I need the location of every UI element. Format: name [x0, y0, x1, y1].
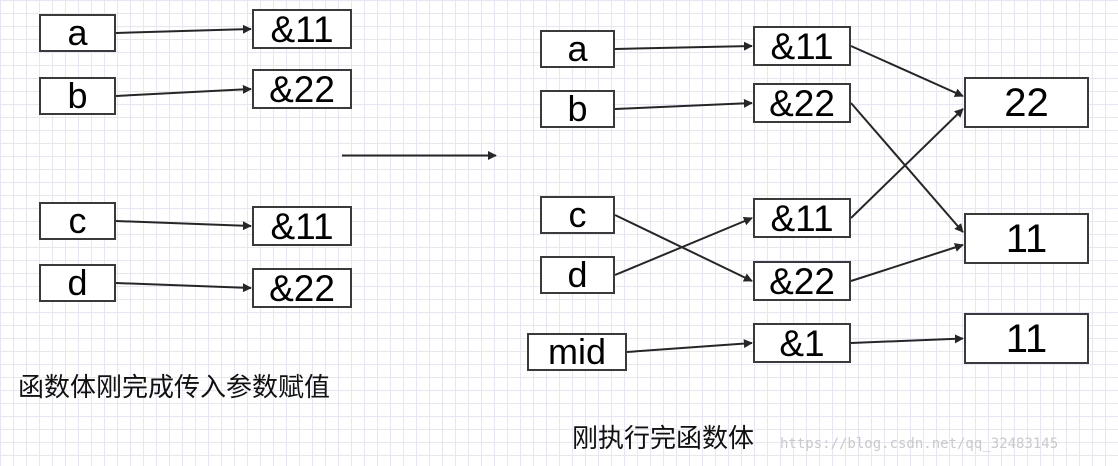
- left-edge-L_a-to-L_p1: [115, 24, 252, 34]
- left-caption: 函数体刚完成传入参数赋值: [18, 373, 331, 403]
- left-pointer-box-3: &11: [252, 206, 352, 246]
- right-value-box-2: 11: [964, 213, 1089, 264]
- right-value-box-1: 22: [964, 77, 1089, 128]
- right-edge-R_c-to-R_p4: [614, 214, 753, 282]
- right-pointer-box-1: &11: [753, 26, 851, 66]
- left-var-a: a: [39, 14, 116, 52]
- right-var-a: a: [540, 30, 615, 68]
- right-edge-R_p4-to-R_v2: [850, 243, 964, 282]
- right-edge-R_p2-to-R_v2: [850, 102, 964, 233]
- left-var-b: b: [39, 77, 116, 115]
- right-edge-R_p5-to-R_v3: [850, 334, 964, 344]
- right-var-mid: mid: [527, 333, 627, 371]
- left-var-c: c: [39, 202, 116, 240]
- right-pointer-box-2: &22: [753, 83, 851, 123]
- right-var-c: c: [540, 196, 615, 234]
- right-var-d: d: [540, 256, 615, 294]
- right-edge-R_p3-to-R_v1: [850, 108, 964, 219]
- left-edge-L_b-to-L_p2: [115, 84, 252, 97]
- right-edge-R_a-to-R_p1: [614, 41, 753, 51]
- right-pointer-box-4: &22: [753, 261, 851, 301]
- left-pointer-box-2: &22: [252, 69, 352, 109]
- watermark-text: https://blog.csdn.net/qq_32483145: [780, 436, 1059, 452]
- right-edge-R_mid-to-R_p5: [626, 339, 753, 353]
- left-edge-L_c-to-L_p3: [115, 220, 252, 231]
- right-edge-R_d-to-R_p3: [614, 216, 753, 276]
- left-pointer-box-4: &22: [252, 268, 352, 308]
- left-var-d: d: [39, 264, 116, 302]
- left-pointer-box-1: &11: [252, 9, 352, 49]
- left-edge-L_d-to-L_p4: [115, 282, 252, 293]
- right-var-b: b: [540, 90, 615, 128]
- right-edge-R_p1-to-R_v1: [850, 45, 964, 98]
- right-pointer-box-3: &11: [753, 198, 851, 238]
- right-value-box-3: 11: [964, 313, 1089, 364]
- right-edge-R_b-to-R_p2: [614, 98, 753, 110]
- right-pointer-box-5: &1: [753, 323, 851, 363]
- right-caption: 刚执行完函数体: [572, 424, 755, 454]
